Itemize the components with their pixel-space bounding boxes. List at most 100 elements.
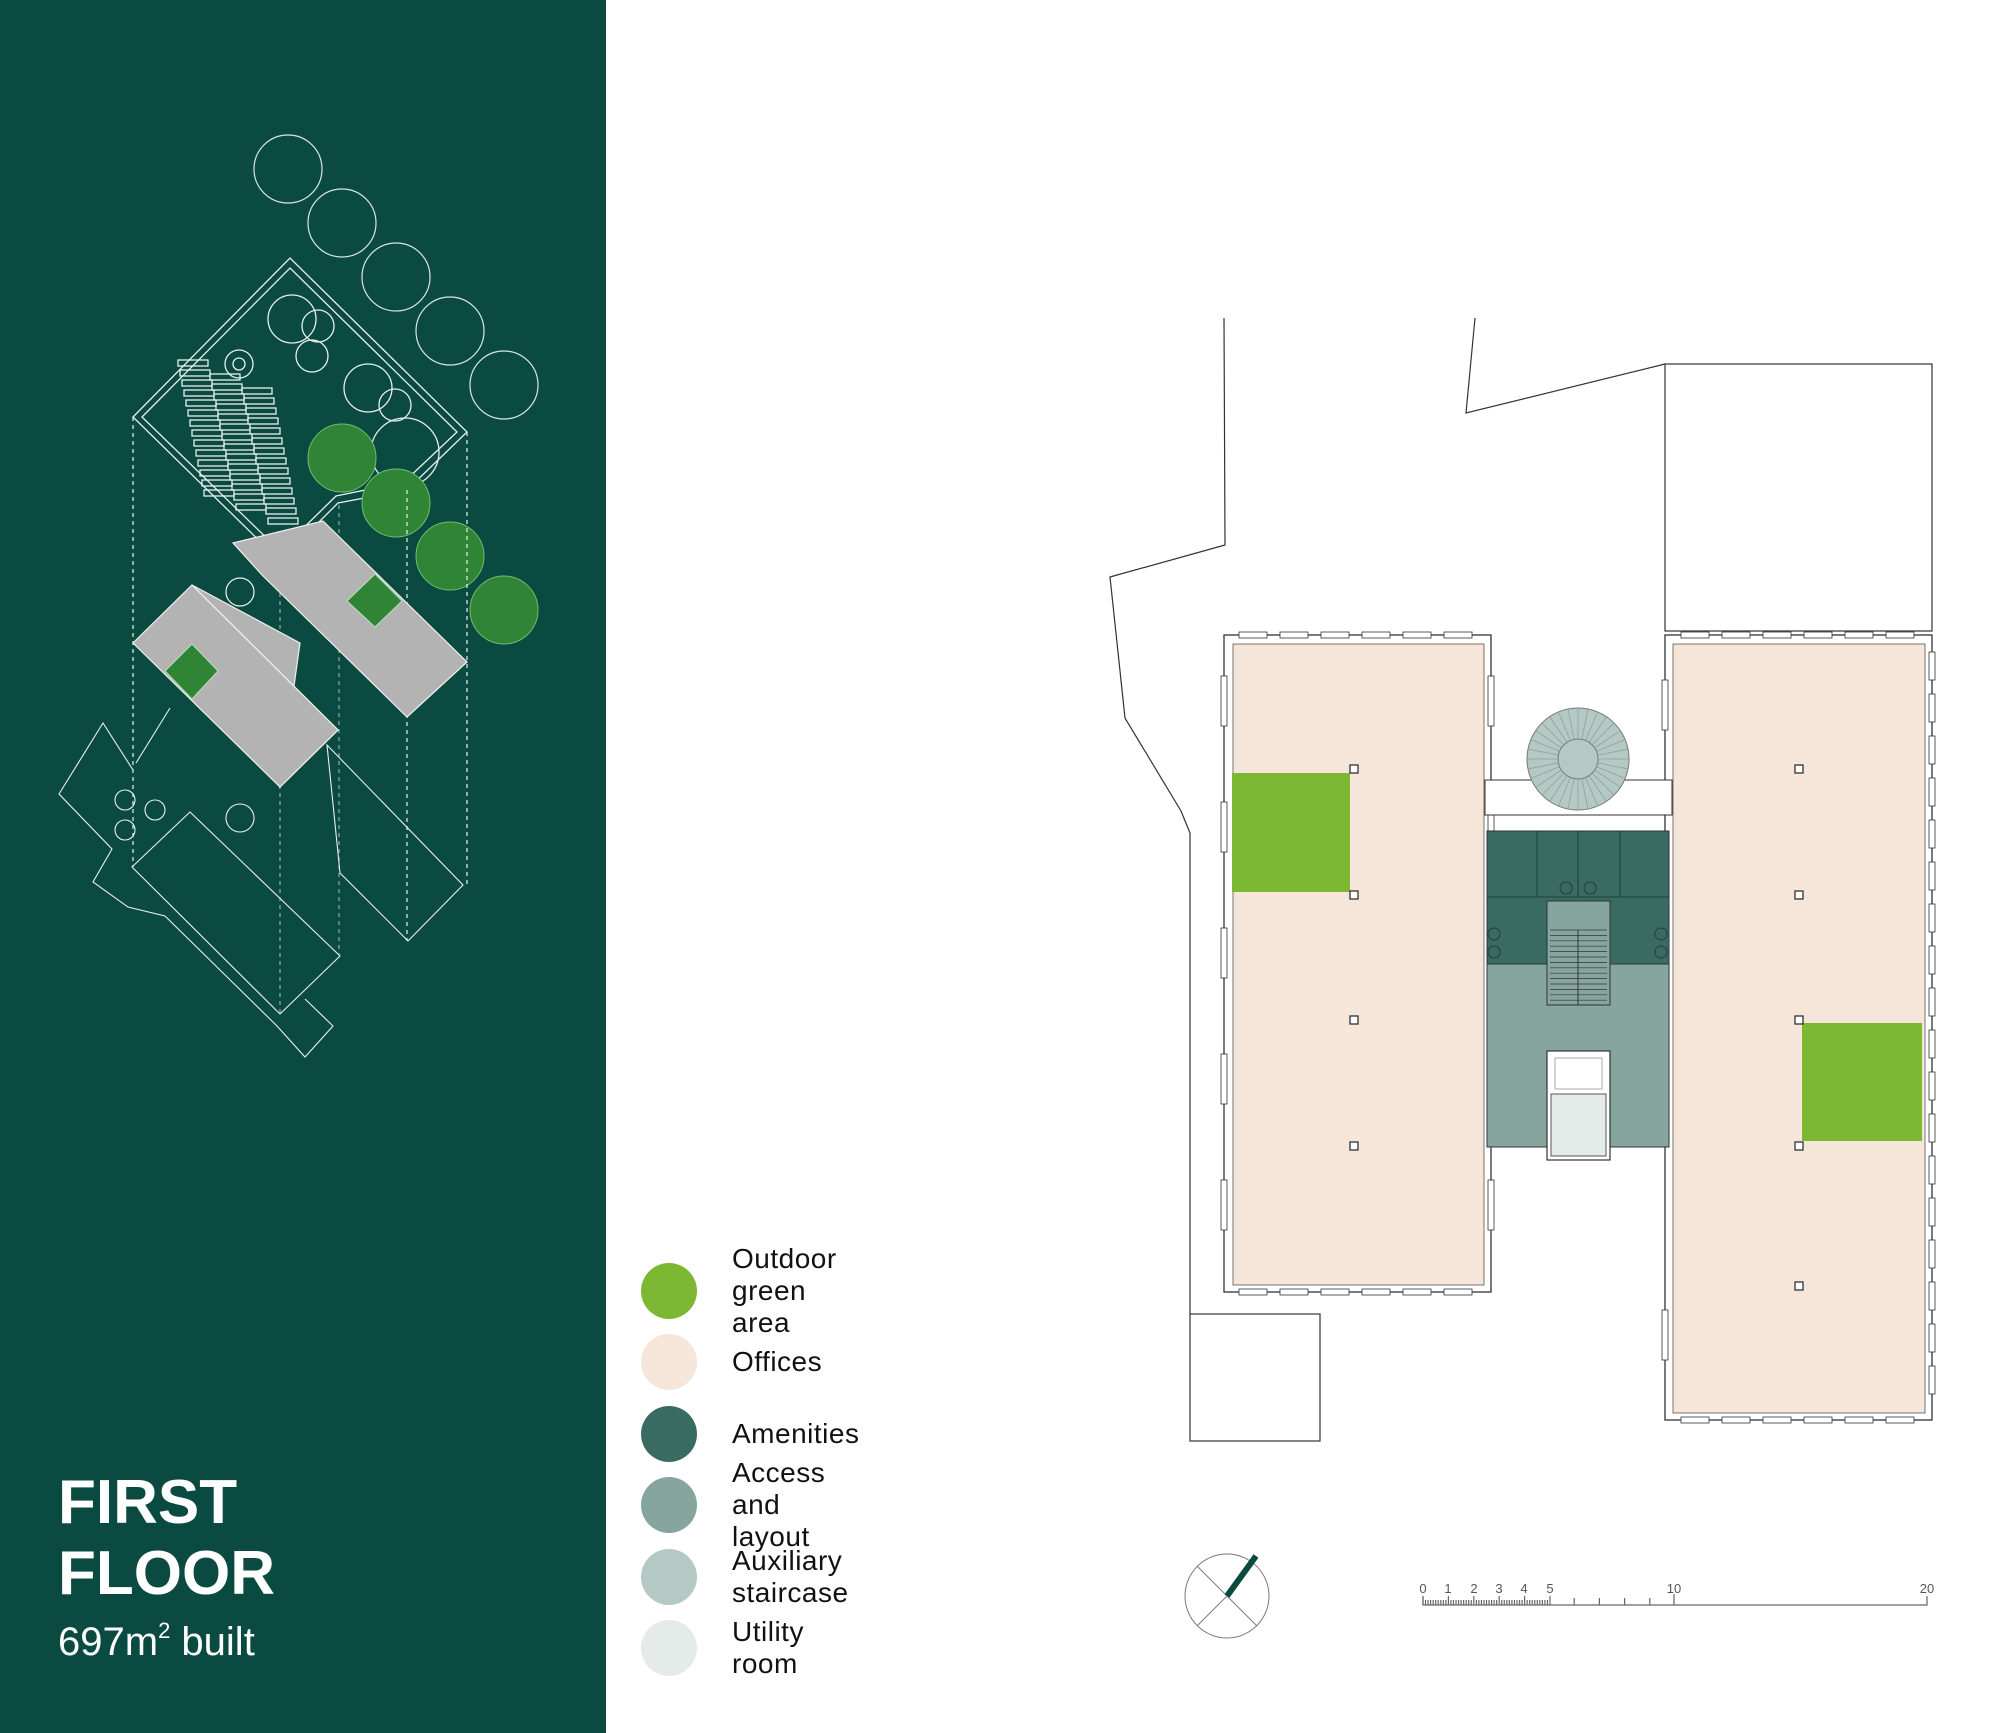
floor-title-line2: FLOOR — [58, 1539, 275, 1608]
window — [1220, 801, 1228, 853]
window — [1762, 631, 1792, 639]
legend-swatch — [641, 1405, 697, 1462]
column — [1794, 1281, 1804, 1291]
legend-item: Access and layout — [641, 1457, 825, 1552]
stair-step — [1581, 778, 1589, 810]
amenities — [1486, 830, 1670, 965]
window — [1279, 1288, 1309, 1296]
window — [1928, 987, 1936, 1017]
legend-label: Utility room — [732, 1616, 804, 1680]
window — [1361, 631, 1391, 639]
window — [1928, 693, 1936, 723]
legend-swatch — [641, 1620, 697, 1677]
area-value: 697m — [58, 1620, 159, 1664]
stair-step — [1541, 722, 1565, 746]
tree-green — [361, 468, 431, 538]
window — [1680, 1416, 1710, 1424]
bench — [221, 433, 253, 441]
green-area-right — [346, 573, 403, 628]
stair-step — [1597, 762, 1629, 770]
window — [1320, 631, 1350, 639]
scale-label: 1 — [1444, 1581, 1452, 1596]
scale-label: 10 — [1666, 1581, 1682, 1596]
area-suffix: built — [170, 1620, 255, 1664]
area-unit-sup: 2 — [158, 1618, 171, 1643]
stair-step — [1594, 769, 1621, 788]
window — [1487, 675, 1495, 727]
window — [1487, 927, 1495, 979]
column — [1349, 764, 1359, 774]
window — [1928, 1113, 1936, 1143]
legend-item: Auxiliary staircase — [641, 1541, 848, 1613]
bench — [255, 457, 287, 465]
legend-label: Outdoor green area — [732, 1242, 837, 1338]
stair-step — [1549, 716, 1568, 743]
tree-outline — [307, 188, 377, 258]
corridor — [1484, 779, 1673, 816]
window — [1928, 1239, 1936, 1269]
column — [1349, 890, 1359, 900]
window — [1885, 1416, 1915, 1424]
tree-green — [307, 423, 377, 493]
window — [1361, 1288, 1391, 1296]
site-outline — [1109, 317, 1933, 1442]
bench — [183, 389, 215, 397]
bench — [217, 413, 249, 421]
stair-step — [1567, 778, 1575, 810]
main-staircase — [1546, 900, 1611, 1006]
bench — [263, 497, 295, 505]
legend-swatch — [641, 1262, 697, 1319]
bench — [241, 387, 273, 395]
stair-step — [1591, 722, 1615, 746]
scale-label: 3 — [1495, 1581, 1503, 1596]
stair-step — [1597, 748, 1629, 756]
window — [1487, 1053, 1495, 1105]
window — [1928, 1365, 1936, 1395]
bench — [199, 469, 231, 477]
bench — [233, 493, 265, 501]
window — [1661, 679, 1669, 731]
bench — [181, 379, 213, 387]
window — [1928, 1281, 1936, 1311]
bench — [267, 517, 299, 525]
spiral-staircase — [1526, 707, 1630, 811]
window — [1803, 631, 1833, 639]
column — [1794, 1015, 1804, 1025]
legend-label: Auxiliary staircase — [732, 1544, 849, 1608]
window — [1220, 927, 1228, 979]
window — [1661, 1309, 1669, 1361]
scale-label: 20 — [1919, 1581, 1935, 1596]
bench — [195, 449, 227, 457]
north-arrow-icon — [1184, 1553, 1270, 1639]
stair-step — [1581, 708, 1589, 740]
window — [1661, 994, 1669, 1046]
column — [1794, 764, 1804, 774]
window — [1721, 631, 1751, 639]
stair-step — [1585, 711, 1598, 741]
column — [1349, 1015, 1359, 1025]
column — [1349, 1141, 1359, 1151]
window — [1487, 801, 1495, 853]
lift — [1554, 1057, 1603, 1090]
bench — [229, 473, 261, 481]
legend-item: Outdoor green area — [641, 1243, 836, 1338]
stair-step — [1585, 777, 1598, 807]
green-area-left-plan — [1232, 773, 1350, 892]
stair-step — [1558, 711, 1571, 741]
tree-outline — [361, 242, 431, 312]
bench — [253, 447, 285, 455]
window — [1885, 631, 1915, 639]
offices-left — [1232, 643, 1485, 1286]
window — [1238, 1288, 1268, 1296]
legend-swatch — [641, 1477, 697, 1534]
window — [1928, 903, 1936, 933]
stair-step — [1530, 766, 1560, 779]
tree-outline — [415, 296, 485, 366]
stair-step — [1588, 716, 1607, 743]
window — [1803, 1416, 1833, 1424]
window — [1402, 1288, 1432, 1296]
bench — [197, 459, 229, 467]
bench — [249, 427, 281, 435]
window — [1928, 735, 1936, 765]
